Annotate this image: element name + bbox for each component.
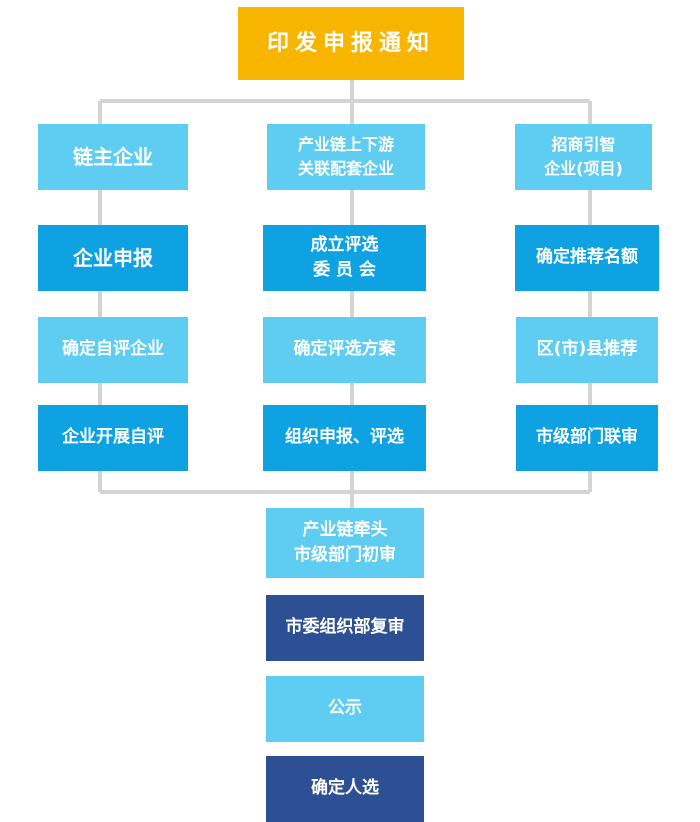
middle-step-1: 产业链上下游 关联配套企业 <box>267 124 425 190</box>
right-step-2: 确定推荐名额 <box>515 225 659 291</box>
middle-step-4: 组织申报、评选 <box>263 405 426 471</box>
left-step-1: 链主企业 <box>38 124 188 190</box>
right-step-4: 市级部门联审 <box>516 405 658 471</box>
left-step-4: 企业开展自评 <box>38 405 188 471</box>
right-step-1: 招商引智 企业(项目) <box>515 124 652 190</box>
bottom-step-2: 市委组织部复审 <box>266 595 424 661</box>
middle-step-2: 成立评选 委 员 会 <box>263 225 426 291</box>
left-step-2: 企业申报 <box>38 225 188 291</box>
bottom-step-3: 公示 <box>266 676 424 742</box>
left-step-3: 确定自评企业 <box>38 317 188 383</box>
middle-step-3: 确定评选方案 <box>263 317 426 383</box>
title-box: 印发申报通知 <box>238 7 464 80</box>
bottom-step-4: 确定人选 <box>266 756 424 822</box>
right-step-3: 区(市)县推荐 <box>516 317 658 383</box>
bottom-step-1: 产业链牵头 市级部门初审 <box>266 508 424 578</box>
